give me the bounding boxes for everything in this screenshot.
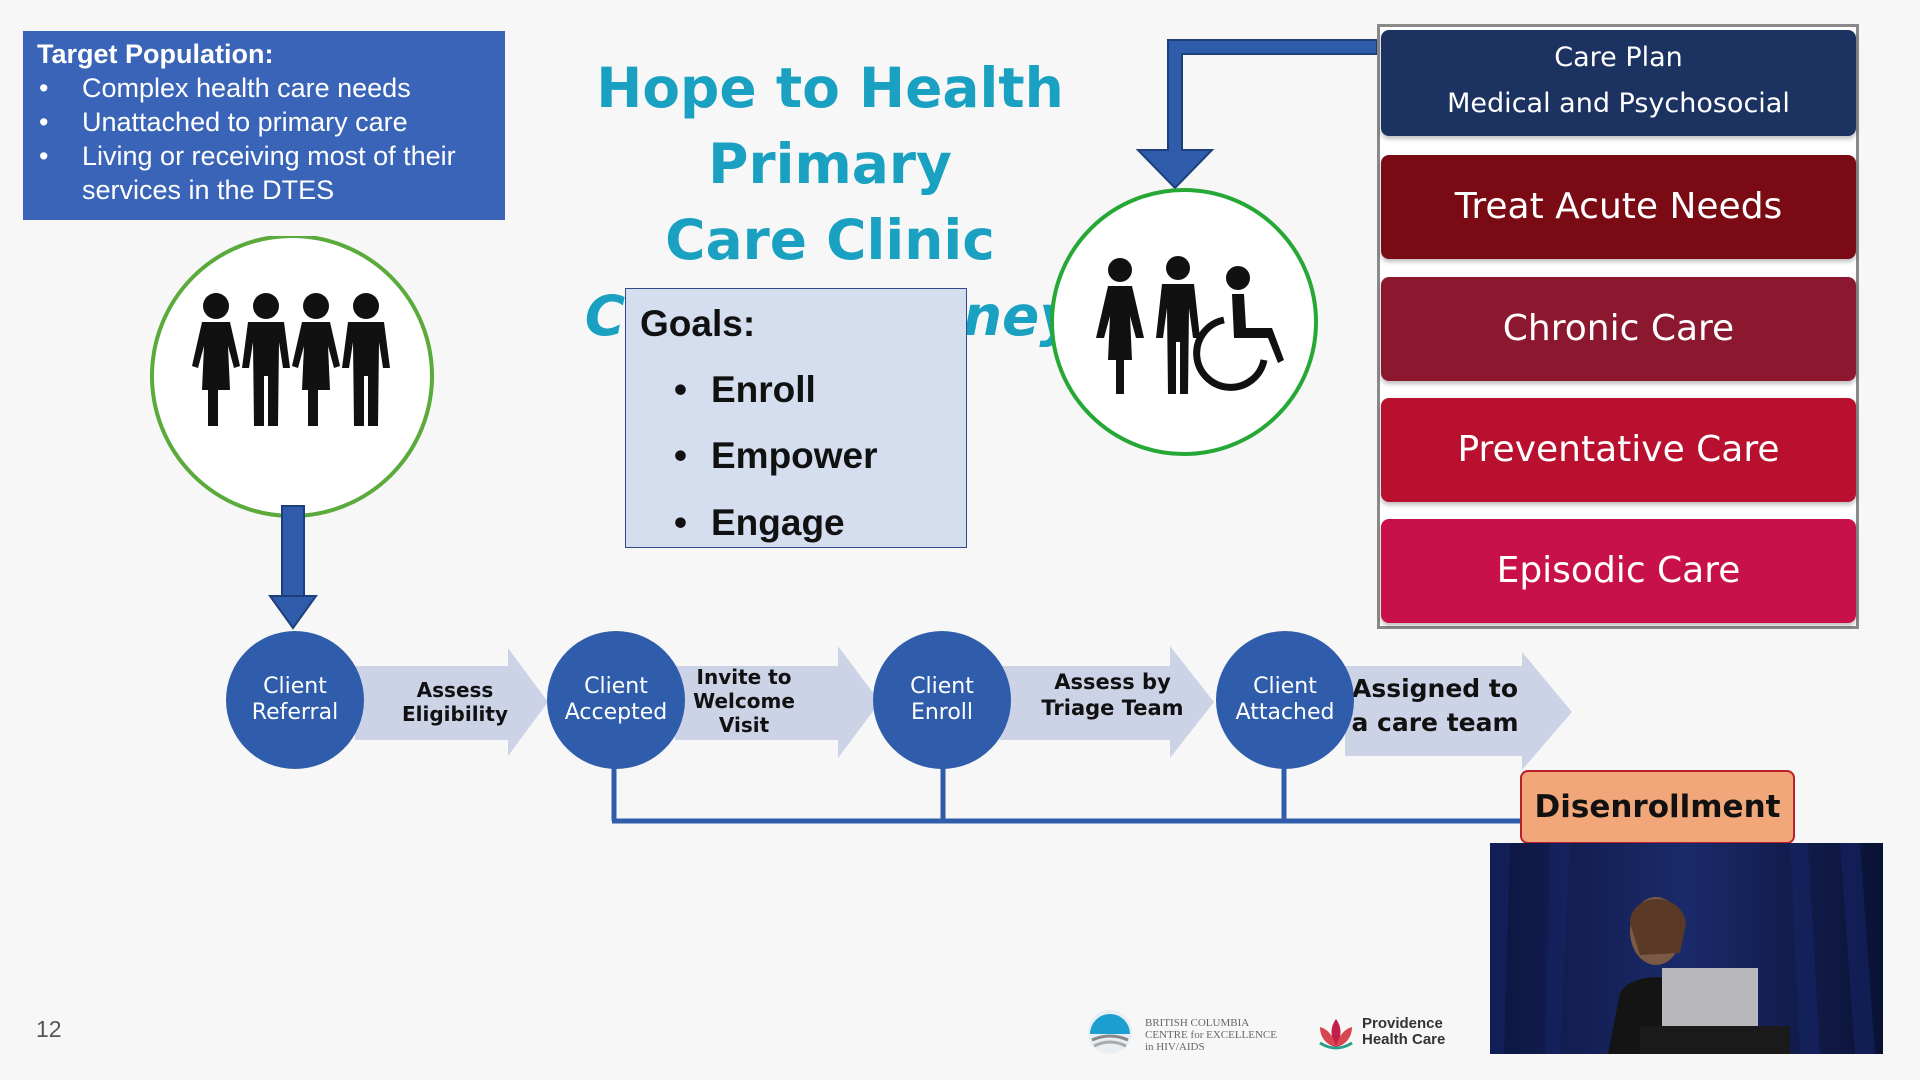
arrow-label-line: Welcome	[693, 689, 795, 713]
speaker-video-inset	[1490, 843, 1883, 1054]
page-number: 12	[36, 1016, 62, 1042]
goals-heading: Goals:	[640, 303, 756, 344]
care-box-acute: Treat Acute Needs	[1381, 155, 1856, 259]
step-label-line: Referral	[251, 700, 339, 725]
journey-flow	[355, 646, 1572, 824]
list-item: Unattached to primary care	[37, 105, 491, 139]
arrow-label-triage: Assess by Triage Team	[1040, 669, 1185, 721]
target-population-box: Target Population: Complex health care n…	[23, 31, 505, 220]
speaker-video-image	[1490, 843, 1883, 1054]
arrow-label-line: Assess	[416, 678, 494, 702]
step-label-line: Client	[910, 674, 974, 699]
providence-logo-icon	[1319, 1019, 1353, 1050]
goals-box: Goals: •Enroll •Empower •Engage	[625, 288, 967, 548]
providence-logo-text: Providence Health Care	[1362, 1016, 1445, 1048]
goal-item: •Empower	[674, 435, 878, 476]
step-label-line: Client	[263, 674, 327, 699]
logo-text-line: Health Care	[1362, 1031, 1446, 1048]
bccfe-logo-text: BRITISH COLUMBIA CENTRE for EXCELLENCE i…	[1145, 1017, 1277, 1053]
disenrollment-box: Disenrollment	[1520, 770, 1795, 844]
goal-item: •Enroll	[674, 369, 816, 410]
goal-label: Engage	[711, 502, 845, 543]
care-plan-header: Care Plan Medical and Psychosocial	[1381, 30, 1856, 136]
arrow-label-assigned: Assigned to a care team	[1350, 672, 1520, 740]
target-population-list: Complex health care needs Unattached to …	[37, 71, 491, 207]
step-label-line: Accepted	[564, 700, 668, 725]
care-plan-subtitle: Medical and Psychosocial	[1447, 88, 1790, 119]
care-plan-connector	[1050, 39, 1378, 456]
disenroll-connector	[611, 762, 1522, 824]
bccfe-logo-icon	[1088, 1010, 1132, 1054]
care-box-episodic: Episodic Care	[1381, 519, 1856, 623]
elbow-arrow	[1135, 39, 1378, 190]
logo-text-line: BRITISH COLUMBIA	[1145, 1017, 1250, 1029]
logo-text-line: in HIV/AIDS	[1145, 1041, 1205, 1053]
goal-label: Enroll	[711, 369, 816, 410]
flow-arrow	[675, 646, 880, 758]
circle-outline	[150, 236, 434, 518]
step-label-line: Client	[1253, 674, 1317, 699]
arrow-label-line: Eligibility	[401, 702, 509, 726]
arrow-label-assess: Assess Eligibility	[390, 678, 520, 726]
step-label-line: Attached	[1235, 700, 1335, 725]
list-item: Complex health care needs	[37, 71, 491, 105]
title-line-1: Hope to Health Primary	[596, 56, 1064, 196]
step-label-line: Client	[584, 674, 648, 699]
arrow-label-line: Visit	[718, 713, 770, 737]
arrow-label-invite: Invite to Welcome Visit	[684, 665, 804, 737]
title-line-2: Care Clinic	[665, 208, 995, 272]
arrow-label-line: Triage Team	[1041, 696, 1184, 720]
population-circle	[150, 236, 434, 630]
arrow-label-line: Invite to	[696, 665, 792, 689]
list-item: Living or receiving most of their servic…	[37, 139, 491, 207]
step-label-line: Enroll	[910, 700, 974, 725]
arrow-label-line: Assigned to	[1351, 674, 1519, 703]
target-population-heading: Target Population:	[37, 39, 274, 69]
care-box-preventative: Preventative Care	[1381, 398, 1856, 502]
flow-arrow	[1345, 652, 1572, 770]
down-arrow-shaft	[281, 505, 305, 599]
down-arrow-head	[268, 595, 318, 630]
flow-arrow	[1000, 646, 1214, 758]
people-group-icon	[192, 293, 390, 426]
arrow-label-line: Assess by	[1054, 670, 1171, 694]
logo-text-line: Providence	[1362, 1015, 1443, 1032]
logo-text-line: CENTRE for EXCELLENCE	[1145, 1029, 1277, 1041]
care-plan-title: Care Plan	[1554, 42, 1683, 73]
care-box-chronic: Chronic Care	[1381, 277, 1856, 381]
patients-accessibility-icon	[1096, 256, 1284, 394]
arrow-label-line: a care team	[1351, 708, 1519, 737]
flow-arrow	[355, 648, 548, 756]
goal-item: •Engage	[674, 502, 845, 543]
goal-label: Empower	[711, 435, 878, 476]
